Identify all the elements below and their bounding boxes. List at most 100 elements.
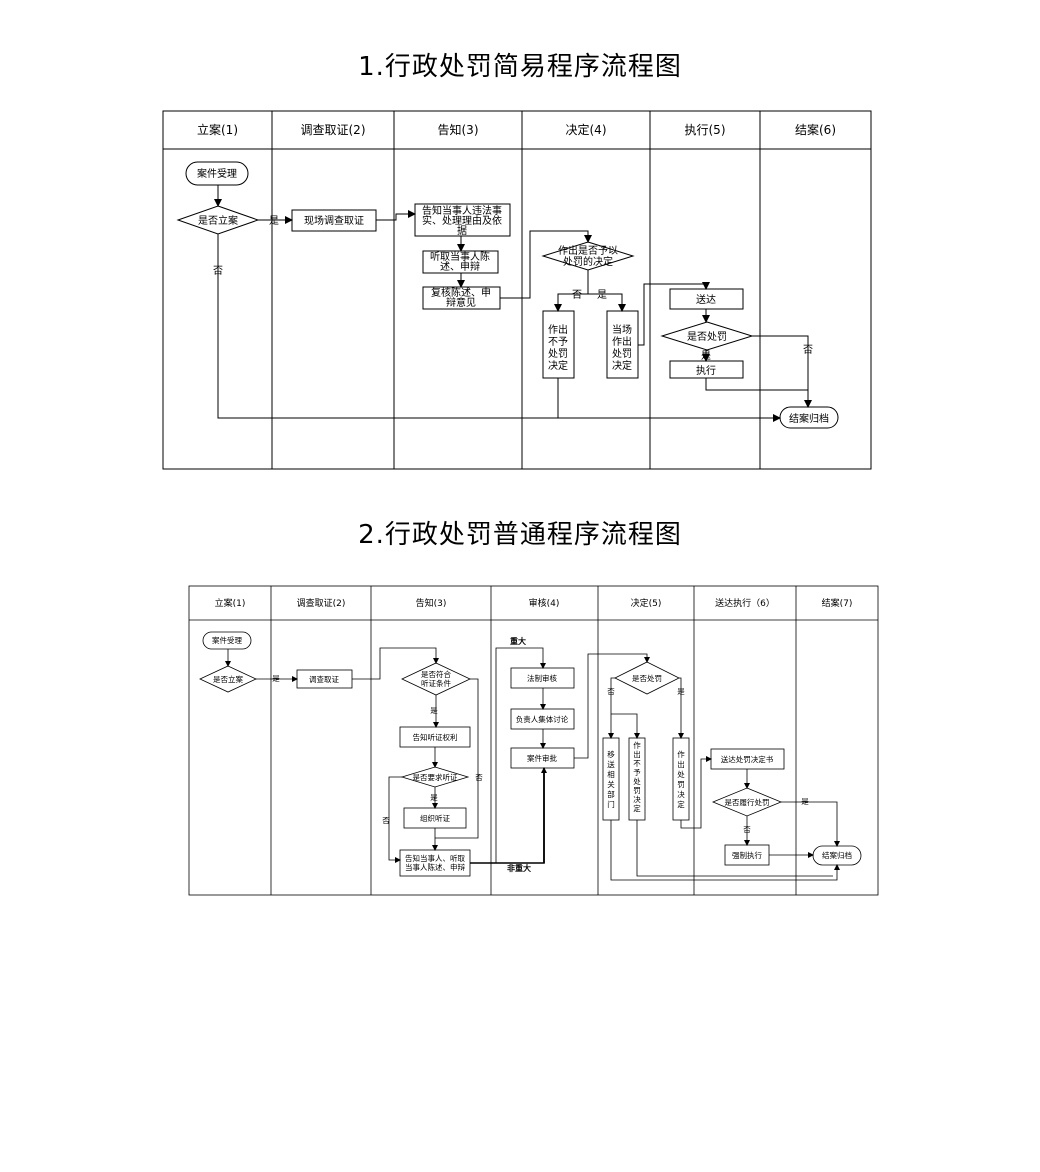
fc2-punish-decision-char: 定 [677, 799, 685, 809]
fc2-edge [636, 820, 833, 877]
fc1-yes-label: 是 [597, 289, 607, 301]
fc1-hear-statement-line: 听取当事人陈 [430, 250, 490, 263]
fc2-organize-hearing-label: 组织听证 [420, 813, 450, 823]
fc2-yes-label: 是 [677, 687, 685, 696]
fc1-onsite-decision-line: 作出 [612, 335, 632, 348]
fc2-no-punish-char: 决 [633, 794, 641, 804]
fc2-edge [495, 647, 546, 863]
fc1-no-punish-line: 处罚 [548, 348, 568, 360]
fc2-transfer-char: 关 [607, 779, 615, 789]
fc2-node-texts: 案件受理 是否立案 调查取证 是否符合 听证条件 告知听证权利 是否要求听证 组… [212, 635, 852, 872]
fc1-notify-facts-line: 告知当事人违法事 [422, 204, 502, 217]
fc1-onsite-decision-line: 决定 [612, 359, 632, 372]
fc2-request-hearing-label: 是否要求听证 [413, 772, 458, 782]
fc2-edge [678, 677, 684, 739]
fc2-notify-party-line: 当事人陈述、申辩 [405, 862, 465, 872]
fc1-review-statement-line: 复核陈述、申 [431, 286, 491, 299]
fc2-transfer-char: 相 [607, 769, 615, 779]
fc1-frame [162, 110, 872, 470]
fc2-no-punish-char: 不 [633, 759, 641, 768]
fc1-edge [500, 230, 592, 299]
fc1-column-header: 执行(5) [685, 123, 726, 137]
fc2-case-approval-label: 案件审批 [527, 753, 557, 763]
fc2-no-punish-char: 出 [633, 749, 641, 759]
fc2-investigation-label: 调查取证 [309, 674, 339, 684]
fc2-edge [435, 678, 479, 839]
fc1-no-punish-line: 不予 [548, 336, 568, 348]
fc1-notify-facts-node [414, 203, 511, 237]
fc1-hear-statement-line: 述、申辩 [440, 260, 480, 273]
fc2-deliver-decision-label: 送达处罚决定书 [721, 754, 774, 764]
fc1-edge [554, 270, 589, 312]
fc2-case-accept-label: 案件受理 [212, 635, 242, 645]
fc1-edge-labels: 是 否 否 是 是 否 [213, 215, 813, 362]
fc1-case-accept-label: 案件受理 [197, 167, 237, 180]
fc1-notify-facts-line: 据 [457, 224, 467, 237]
fc2-no-punish-char: 定 [633, 803, 641, 813]
fc2-whether-fulfill-label: 是否履行处罚 [725, 797, 770, 807]
fc1-headers: 立案(1) 调查取证(2) 告知(3) 决定(4) 执行(5) 结案(6) [197, 122, 836, 137]
fc1-edge [217, 234, 781, 422]
fc1-decide-filing-label: 是否立案 [198, 214, 238, 227]
fc2-yes-label: 是 [272, 674, 280, 683]
fc2-edge-labels: 是 是 是 否 否 重大 非重大 否 是 是 否 [272, 636, 809, 873]
fc2-column-header: 立案(1) [215, 597, 246, 609]
fc2-edge [608, 677, 615, 739]
fc2-yes-label: 是 [801, 797, 809, 806]
fc2-edge [611, 713, 640, 739]
fc2-edge [610, 820, 840, 881]
fc2-no-label: 否 [382, 816, 390, 825]
fc2-major-label: 重大 [510, 636, 526, 646]
fc2-notify-hearing-label: 告知听证权利 [413, 732, 458, 742]
fc2-no-punish-char: 予 [633, 768, 641, 777]
fc1-yes-label: 是 [269, 215, 279, 227]
fc2-frame [188, 585, 879, 896]
fc2-decide-filing-diamond [199, 665, 257, 693]
flowchart-2-title: 2.行政处罚普通程序流程图 [358, 520, 682, 550]
fc1-column-header: 决定(4) [566, 122, 607, 137]
fc2-case-accept-node [202, 631, 252, 650]
fc1-onsite-decision-line: 当场 [612, 323, 632, 336]
fc2-no-punish-char: 处 [633, 776, 641, 786]
fc2-punish-decision-char: 出 [677, 759, 685, 769]
fc2-hearing-condition-line: 听证条件 [421, 678, 451, 688]
fc1-edge [752, 335, 812, 408]
fc1-edge [588, 293, 626, 312]
fc2-no-punish-char: 罚 [633, 786, 641, 795]
fc1-column-header: 结案(6) [795, 122, 836, 137]
fc1-no-label: 否 [803, 344, 813, 356]
fc1-column-header: 立案(1) [197, 122, 238, 137]
fc2-yes-label: 是 [430, 706, 438, 715]
fc1-decide-punish-line: 作出是否予以 [558, 244, 618, 257]
fc2-whether-punish-diamond [614, 661, 680, 695]
fc2-punish-decision-char: 决 [677, 789, 685, 799]
fc2-no-label: 否 [607, 687, 615, 696]
fc2-decide-filing-label: 是否立案 [213, 674, 243, 684]
fc1-edge [705, 378, 808, 391]
fc2-column-header: 调查取证(2) [297, 597, 346, 609]
fc1-onsite-decision-line: 处罚 [612, 348, 632, 360]
fc2-legal-review-label: 法制审核 [527, 673, 557, 683]
fc2-punish-decision-char: 作 [677, 749, 685, 759]
fc1-deliver-label: 送达 [696, 293, 716, 306]
fc2-notify-party-line: 告知当事人、听取 [405, 853, 465, 863]
fc2-column-header: 送达执行（6） [715, 597, 775, 609]
flowchart-2 [188, 585, 879, 896]
fc1-yes-label: 是 [701, 350, 711, 362]
fc1-site-investigation-label: 现场调查取证 [304, 214, 364, 227]
fc2-no-label: 否 [475, 773, 483, 782]
fc2-no-punish-char: 作 [633, 740, 641, 750]
fc2-collective-discussion-label: 负责人集体讨论 [516, 714, 569, 724]
fc2-punish-decision-char: 处 [677, 769, 685, 779]
fc2-column-header: 决定(5) [631, 597, 662, 609]
fc2-whether-punish-label: 是否处罚 [632, 673, 662, 683]
fc1-whether-punish-label: 是否处罚 [687, 331, 727, 343]
fc1-no-label: 否 [572, 289, 582, 301]
fc2-edge [388, 776, 402, 863]
fc2-transfer-char: 送 [607, 759, 615, 769]
fc1-node-texts: 案件受理 是否立案 现场调查取证 告知当事人违法事 实、处理理由及依 据 听取当… [197, 167, 829, 425]
fc2-headers: 立案(1) 调查取证(2) 告知(3) 审核(4) 决定(5) 送达执行（6） … [215, 597, 853, 609]
fc1-case-accept-node [185, 161, 249, 186]
fc2-edge [574, 653, 650, 759]
